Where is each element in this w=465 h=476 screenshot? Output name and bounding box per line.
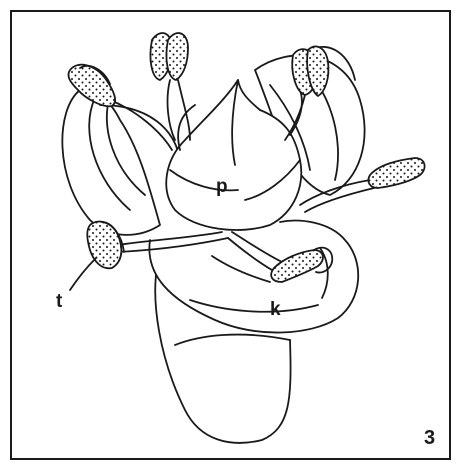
anther-leader-line: [70, 258, 96, 290]
calyx-label: k: [270, 300, 281, 319]
figure-number: 3: [424, 428, 435, 448]
anther-label: t: [56, 292, 62, 311]
petal-label: p: [216, 177, 228, 196]
